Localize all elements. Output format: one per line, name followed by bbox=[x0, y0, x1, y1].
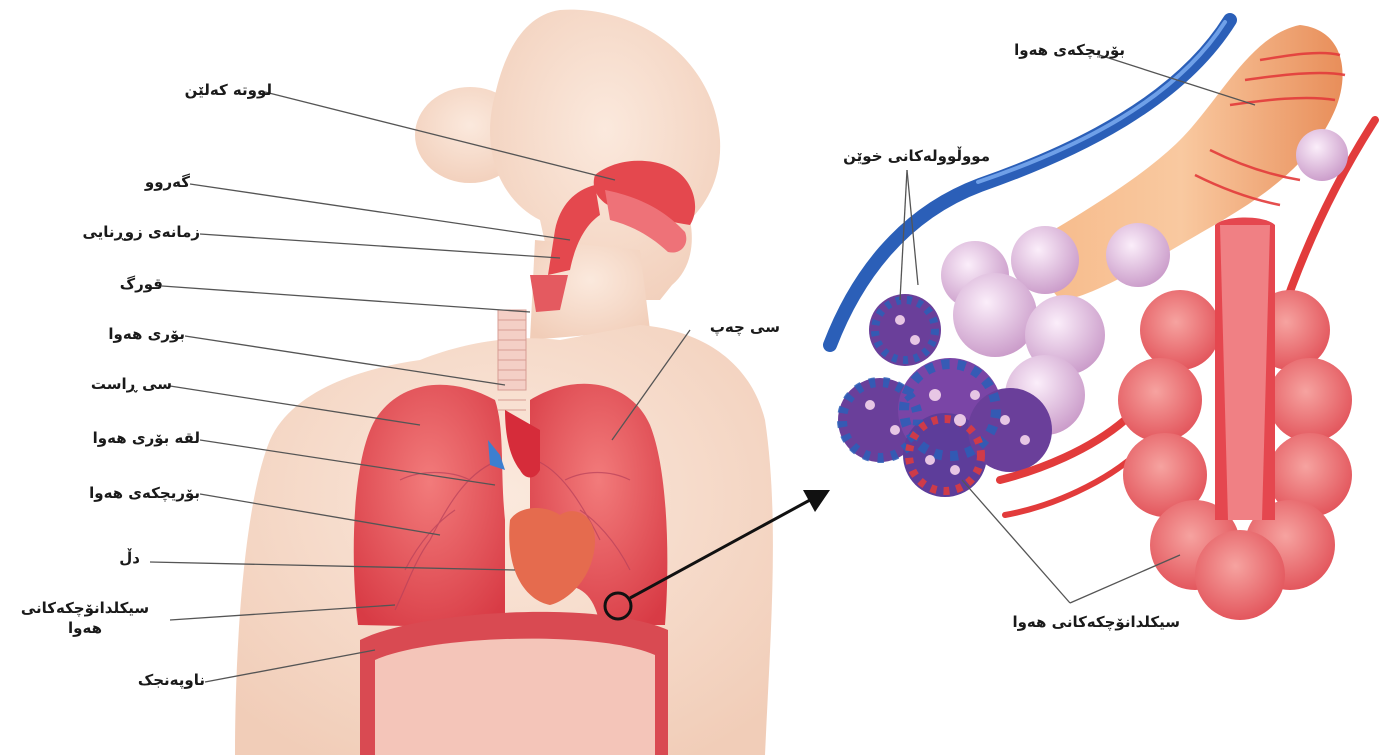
label-bronchiole: بۆریچکەی هەوا bbox=[60, 483, 200, 503]
label-detail-bronchiole: بۆریچکەی هەوا bbox=[985, 40, 1125, 60]
label-alveoli: سیکلدانۆچکەکانی هەوا bbox=[5, 598, 165, 638]
label-larynx: زمانەی زوڕنایی bbox=[60, 222, 200, 242]
label-detail-alveoli: سیکلدانۆچکەکانی هەوا bbox=[950, 612, 1180, 632]
label-heart: دڵ bbox=[110, 548, 140, 568]
label-nasal-cavity: لووتە کەلێن bbox=[162, 80, 272, 100]
right-lung-shape bbox=[354, 385, 505, 628]
label-diaphragm: ناوپەنجک bbox=[95, 670, 205, 690]
label-alveoli-line1: سیکلدانۆچکەکانی bbox=[5, 598, 165, 618]
label-alveoli-line2: هەوا bbox=[5, 618, 165, 638]
label-right-lung: سی ڕاست bbox=[100, 374, 172, 394]
label-pharynx: گەروو bbox=[120, 172, 190, 192]
label-left-lung: سی چەپ bbox=[700, 317, 780, 337]
label-capillaries: مووڵوولەکانی خوێن bbox=[815, 146, 990, 166]
label-bronchus: لقە بۆری هەوا bbox=[60, 428, 200, 448]
label-trachea: بۆری هەوا bbox=[95, 324, 185, 344]
alveoli-detail bbox=[830, 20, 1375, 620]
label-throat: قورگ bbox=[108, 274, 163, 294]
